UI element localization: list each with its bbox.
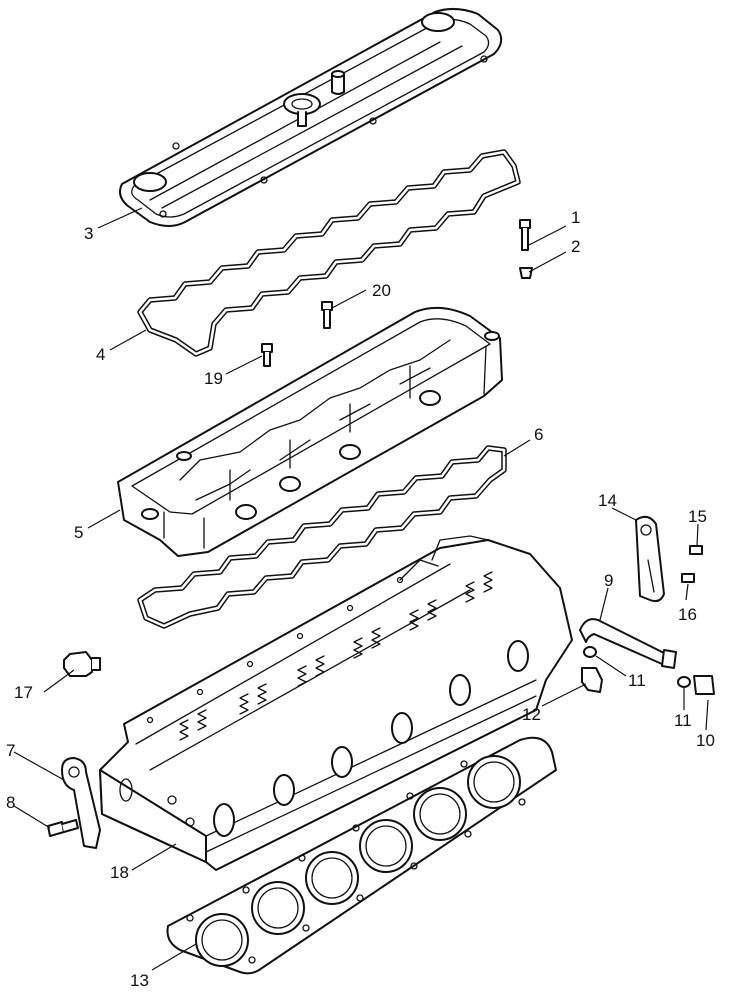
fitting-part-10 <box>693 675 715 695</box>
head-gasket <box>166 736 557 975</box>
callout-12: 12 <box>522 705 541 724</box>
cylinder-head <box>99 535 573 871</box>
callout-11b: 11 <box>674 711 692 730</box>
bracket-part-14 <box>635 515 665 603</box>
elbow-part-12 <box>581 667 603 693</box>
callout-7: 7 <box>6 741 15 760</box>
callout-4: 4 <box>96 345 105 364</box>
housing-gasket <box>137 445 507 629</box>
lifting-bracket-part-7 <box>61 757 101 849</box>
stud-part-20 <box>321 301 333 329</box>
screw-part-8 <box>47 819 79 837</box>
callout-10: 10 <box>696 731 715 750</box>
bolt-part-1 <box>519 219 531 251</box>
screw-part-15 <box>689 545 703 555</box>
callout-18: 18 <box>110 863 129 882</box>
callout-20: 20 <box>372 281 391 300</box>
rocker-housing <box>117 306 503 557</box>
bolt-part-19 <box>261 343 273 367</box>
callout-17: 17 <box>14 683 33 702</box>
callout-15: 15 <box>688 507 707 526</box>
callout-3: 3 <box>84 224 93 243</box>
callout-13: 13 <box>130 971 149 990</box>
callout-16: 16 <box>678 605 697 624</box>
leader-lines <box>13 207 709 971</box>
callout-6: 6 <box>534 425 543 444</box>
callout-8: 8 <box>6 793 15 812</box>
valve-cover-gasket <box>137 149 521 357</box>
callout-19: 19 <box>204 369 223 388</box>
nut-part-2 <box>519 267 533 279</box>
screw-part-16 <box>681 573 695 583</box>
plug-part-17 <box>63 651 101 677</box>
callout-11a: 11 <box>628 671 646 690</box>
washer-part-11b <box>677 676 691 688</box>
callout-9: 9 <box>604 571 613 590</box>
tube-part-9 <box>579 618 677 669</box>
callout-1: 1 <box>571 208 580 227</box>
valve-cover <box>119 8 503 227</box>
callout-labels: 1 2 3 4 5 6 7 8 9 10 11 11 12 13 14 15 1… <box>6 208 715 990</box>
callout-2: 2 <box>571 237 580 256</box>
callout-14: 14 <box>598 491 617 510</box>
washer-part-11a <box>583 646 597 658</box>
callout-5: 5 <box>74 523 83 542</box>
